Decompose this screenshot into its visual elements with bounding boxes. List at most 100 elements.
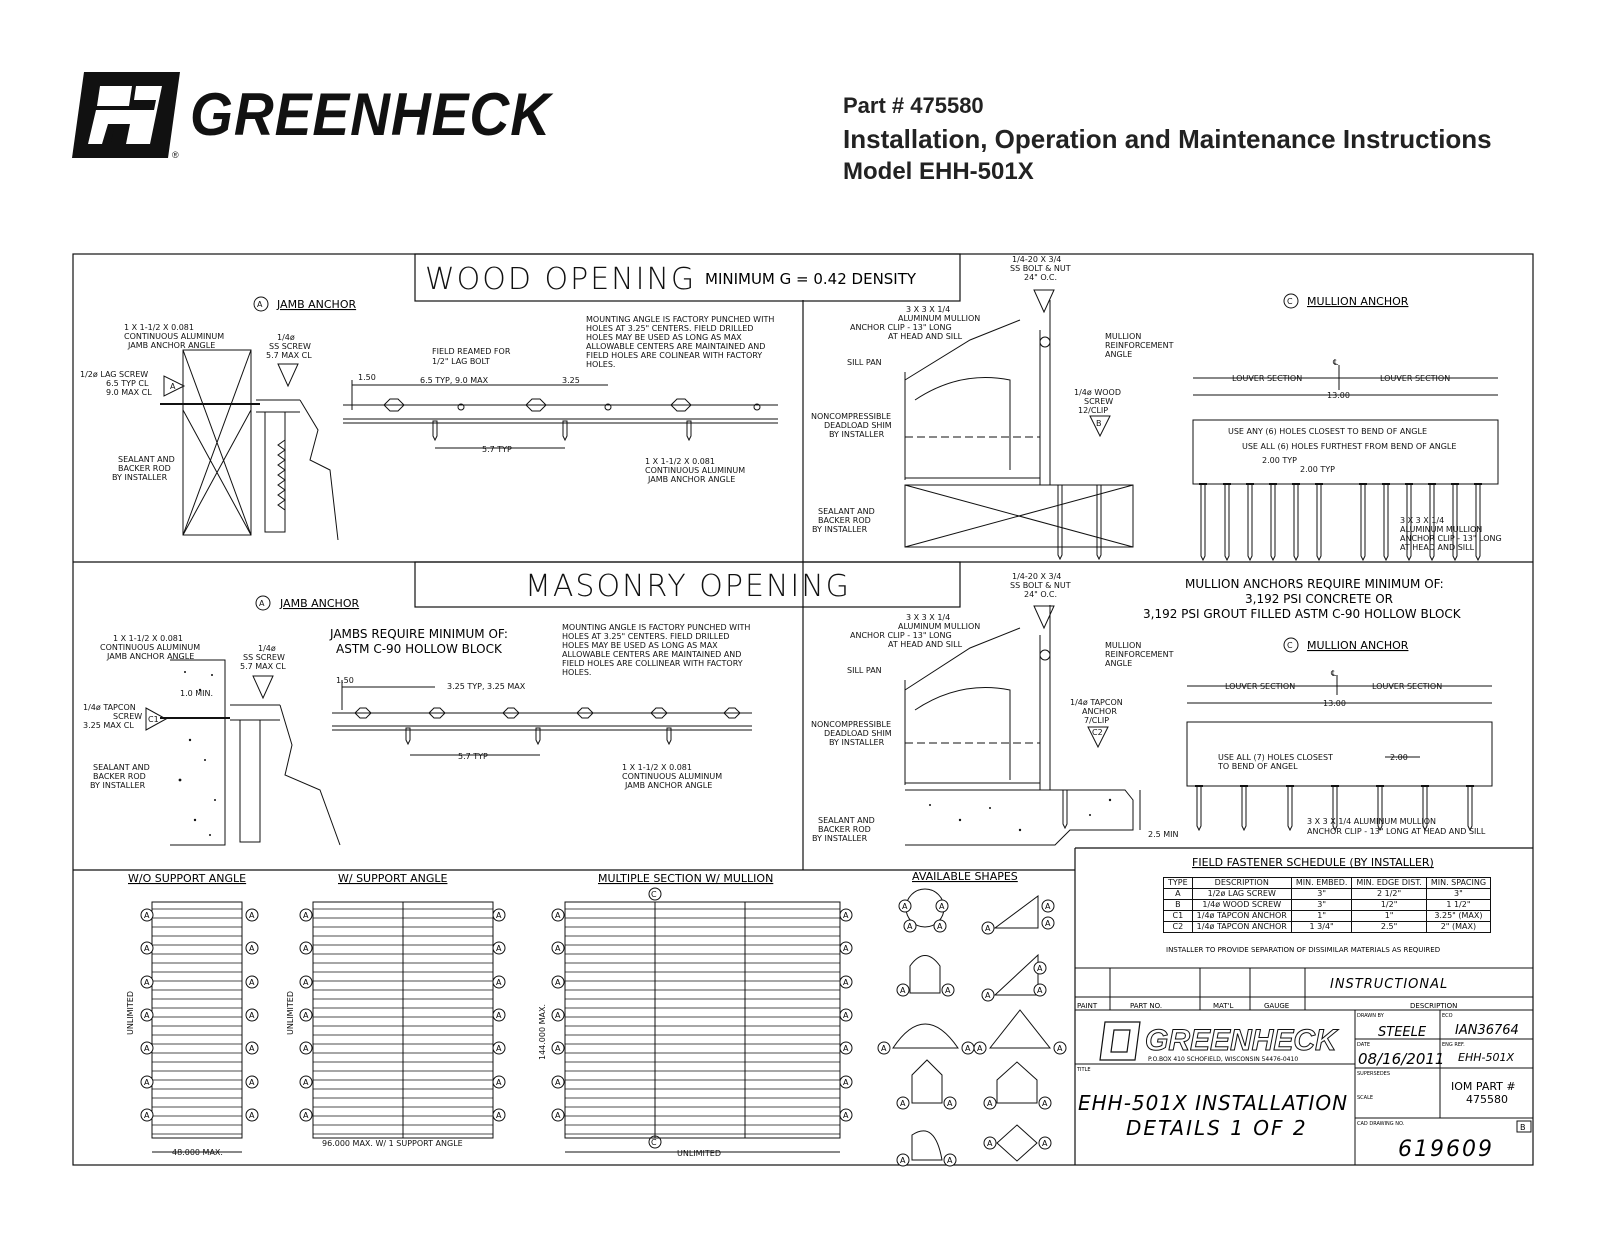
masonry-angle2-2: CONTINUOUS ALUMINUM	[622, 772, 722, 781]
louver-blade-lines	[152, 908, 840, 1135]
anchor-tag-letter: A	[144, 911, 150, 920]
anchor-tag-letter: A	[843, 1011, 849, 1020]
registered-mark: ®	[172, 150, 179, 160]
masonry-mullion-req-1: MULLION ANCHORS REQUIRE MINIMUM OF:	[1185, 577, 1444, 591]
masonry-shim-3: BY INSTALLER	[829, 738, 885, 747]
anchor-tag-circle	[245, 1075, 259, 1089]
wood-clip-3: ANCHOR CLIP - 13" LONG	[850, 323, 952, 332]
svg-text:℄: ℄	[1333, 358, 1339, 367]
masonry-angle-strip	[332, 680, 752, 756]
wood-clip-2: ALUMINUM MULLION	[898, 314, 980, 323]
shape-tag-circle	[943, 1153, 957, 1167]
masonry-dim-13: 13.00	[1323, 699, 1346, 708]
anchor-tag-letter: A	[303, 944, 309, 953]
mullion-tag-bottom: C	[651, 1138, 657, 1147]
masonry-min-10: 1.0 MIN.	[180, 689, 213, 698]
wood-bolt-2: SS BOLT & NUT	[1010, 264, 1071, 273]
anchor-tag-circle	[140, 1075, 154, 1089]
shape-tag-letter: A	[1037, 986, 1043, 995]
anchor-tag-circle	[140, 908, 154, 922]
shape-tag-letter: A	[939, 902, 945, 911]
wood-density: MINIMUM G = 0.42 DENSITY	[705, 270, 917, 288]
masonry-clip-4: AT HEAD AND SILL	[888, 640, 963, 649]
tb-eng-ref: EHH-501X	[1458, 1051, 1514, 1064]
anchor-tag-circle	[492, 975, 506, 989]
svg-text:A: A	[170, 382, 176, 391]
cell: 3"	[1290, 888, 1353, 900]
cell: 3.25" (MAX)	[1425, 910, 1492, 922]
tb-rev: B	[1520, 1123, 1526, 1132]
wood-jamb-anchor-label: JAMB ANCHOR	[276, 298, 356, 311]
anchor-tag-letter: A	[249, 1011, 255, 1020]
cell: 1/4ø WOOD SCREW	[1191, 899, 1292, 911]
anchor-tag-circle	[551, 1041, 565, 1055]
shape-tag-letter: A	[900, 986, 906, 995]
tb-paint: PAINT	[1077, 1002, 1098, 1010]
instructional-label: INSTRUCTIONAL	[1330, 977, 1448, 992]
wood-angle2-2: CONTINUOUS ALUMINUM	[645, 466, 745, 475]
anchor-tag-circle	[245, 975, 259, 989]
anchor-tag-letter: A	[496, 978, 502, 987]
dim-144-label: 144.000 MAX.	[538, 1004, 547, 1060]
shape-tag-letter: A	[937, 922, 943, 931]
wood-dim-57: 5.7 TYP	[482, 445, 512, 454]
cell: 1 1/2"	[1425, 899, 1492, 911]
anchor-tag-circle	[551, 1008, 565, 1022]
cell: 1 3/4"	[1290, 921, 1353, 933]
shape-tag-letter: A	[965, 1044, 971, 1053]
tb-brand: GREENHECK	[1145, 1024, 1339, 1057]
anchor-tag-circle	[551, 975, 565, 989]
masonry-angle-2: CONTINUOUS ALUMINUM	[100, 643, 200, 652]
masonry-clip-3: ANCHOR CLIP - 13" LONG	[850, 631, 952, 640]
schedule-header-row: TYPE DESCRIPTION MIN. EMBED. MIN. EDGE D…	[1163, 877, 1492, 889]
wood-lag-2: 6.5 TYP CL	[106, 379, 149, 388]
anchor-tag-letter: A	[249, 944, 255, 953]
w-support-title: W/ SUPPORT ANGLE	[338, 872, 448, 885]
tb-matl: MAT'L	[1213, 1002, 1233, 1010]
cell: 3"	[1425, 888, 1492, 900]
masonry-mullion-tag: C	[1287, 641, 1293, 650]
masonry-reinf-3: ANGLE	[1105, 659, 1132, 668]
shape-tag-letter: A	[1045, 919, 1051, 928]
anchor-screw	[1287, 785, 1293, 832]
masonry-jamb-req-1: JAMBS REQUIRE MINIMUM OF:	[329, 627, 508, 641]
available-shapes-title: AVAILABLE SHAPES	[912, 870, 1018, 883]
anchor-tag-circle	[492, 1008, 506, 1022]
masonry-shim-2: DEADLOAD SHIM	[824, 729, 892, 738]
masonry-clip-1: 3 X 3 X 1/4	[906, 613, 950, 622]
masonry-mounting-6: HOLES.	[562, 668, 591, 677]
anchor-tag-letter: A	[249, 1078, 255, 1087]
dim-96-label: 96.000 MAX. W/ 1 SUPPORT ANGLE	[322, 1139, 463, 1148]
anchor-tag-letter: A	[144, 1011, 150, 1020]
masonry-tapcon-2: SCREW	[113, 712, 142, 721]
anchor-screw	[1383, 483, 1389, 562]
multiple-section-title: MULTIPLE SECTION W/ MULLION	[598, 872, 773, 885]
anchor-tag-circle	[492, 1075, 506, 1089]
masonry-use-all-2: TO BEND OF ANGEL	[1217, 762, 1298, 771]
anchor-tag-letter: A	[496, 1011, 502, 1020]
anchor-tag-circle	[299, 1075, 313, 1089]
anchor-screw	[1467, 785, 1473, 832]
masonry-jamb-tag: A	[259, 599, 265, 608]
masonry-ss-3: 5.7 MAX CL	[240, 662, 286, 671]
tb-eng-ref-label: ENG REF.	[1442, 1042, 1465, 1048]
shape-tag-letter: A	[1042, 1139, 1048, 1148]
fastener-schedule-table: TYPE DESCRIPTION MIN. EMBED. MIN. EDGE D…	[1163, 877, 1492, 933]
masonry-louver-left: LOUVER SECTION	[1225, 682, 1295, 691]
mullion-tag-top: C	[651, 890, 657, 899]
masonry-sealant-3: BY INSTALLER	[90, 781, 146, 790]
anchor-tag-letter: A	[303, 1011, 309, 1020]
shape-tag-circle	[1033, 961, 1047, 975]
wood-sealant2-1: SEALANT AND	[818, 507, 875, 516]
anchor-tag-circle	[299, 941, 313, 955]
shape-tag-circle	[935, 899, 949, 913]
anchor-tag-letter: A	[555, 911, 561, 920]
anchor-screw	[1247, 483, 1253, 562]
masonry-dim-200: 2.00	[1390, 753, 1408, 762]
cell: 1/4ø TAPCON ANCHOR	[1191, 910, 1292, 922]
shape-tag-letter: A	[947, 1099, 953, 1108]
masonry-angle2-1: 1 X 1-1/2 X 0.081	[622, 763, 692, 772]
wood-mounting-1: MOUNTING ANGLE IS FACTORY PUNCHED WITH	[586, 315, 774, 324]
wood-clip2-2: ALUMINUM MULLION	[1400, 525, 1482, 534]
anchor-tag-letter: A	[249, 1044, 255, 1053]
